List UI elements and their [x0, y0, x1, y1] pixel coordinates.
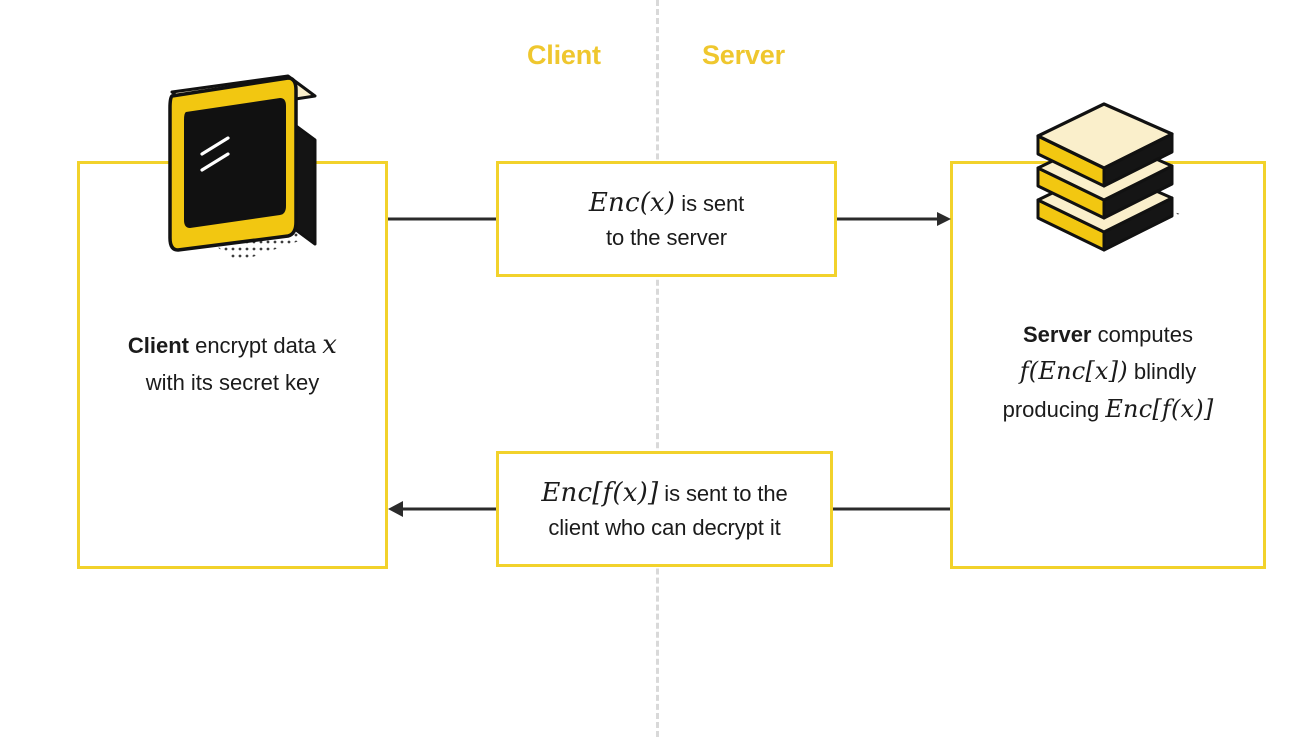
server-description-line-1: Server computes [950, 318, 1266, 353]
arrowhead-left [388, 501, 403, 517]
monitor-screen [184, 98, 286, 228]
message-box-client-to-server: Enc(x) is sent to the server [496, 161, 837, 277]
server-description-line-1-text: computes [1091, 322, 1193, 347]
client-server-divider [656, 0, 659, 737]
server-label-bold: Server [1022, 322, 1092, 347]
message-top-line-2: to the server [606, 224, 727, 250]
math-enc-f-x: Enc[f(x)] [541, 477, 659, 508]
message-top-line-1: Enc(x) is sent [589, 185, 744, 222]
client-label-bold: Client [127, 333, 189, 358]
screen-line-1 [200, 136, 230, 156]
arrowhead-right [937, 212, 951, 226]
math-enc-f-x-server: Enc[f(x)] [1105, 394, 1214, 423]
client-column-header: Client [527, 40, 601, 70]
desktop-monitor-icon [140, 72, 335, 267]
server-layer-top [1036, 102, 1174, 188]
math-enc-x: Enc(x) [588, 187, 676, 218]
server-stack-icon [1008, 92, 1203, 272]
math-x: x [322, 330, 338, 360]
server-description-line-2: f(Enc[x]) blindly [950, 353, 1266, 391]
message-box-server-to-client: Enc[f(x)] is sent to the client who can … [496, 451, 833, 567]
client-description-line-1: Client encrypt data x [77, 325, 388, 366]
client-description-line-2: with its secret key [145, 370, 320, 396]
client-description: Client encrypt data x with its secret ke… [77, 325, 388, 401]
server-description-line-2-text: blindly [1127, 358, 1197, 384]
server-description-line-3: producing Enc[f(x)] [950, 391, 1266, 429]
server-description: Server computes f(Enc[x]) blindly produc… [950, 318, 1266, 429]
message-bottom-line-2: client who can decrypt it [548, 514, 781, 540]
server-column-header: Server [702, 40, 785, 70]
message-bottom-line-1-text: is sent to the [658, 480, 788, 506]
screen-line-2 [200, 152, 230, 172]
server-description-line-3-text: producing [1002, 396, 1106, 422]
message-bottom-line-1: Enc[f(x)] is sent to the [541, 475, 787, 512]
math-f-enc-x: f(Enc[x]) [1019, 356, 1128, 385]
message-top-line-1-text: is sent [675, 190, 745, 216]
client-description-line-1-text: encrypt data [188, 333, 323, 358]
